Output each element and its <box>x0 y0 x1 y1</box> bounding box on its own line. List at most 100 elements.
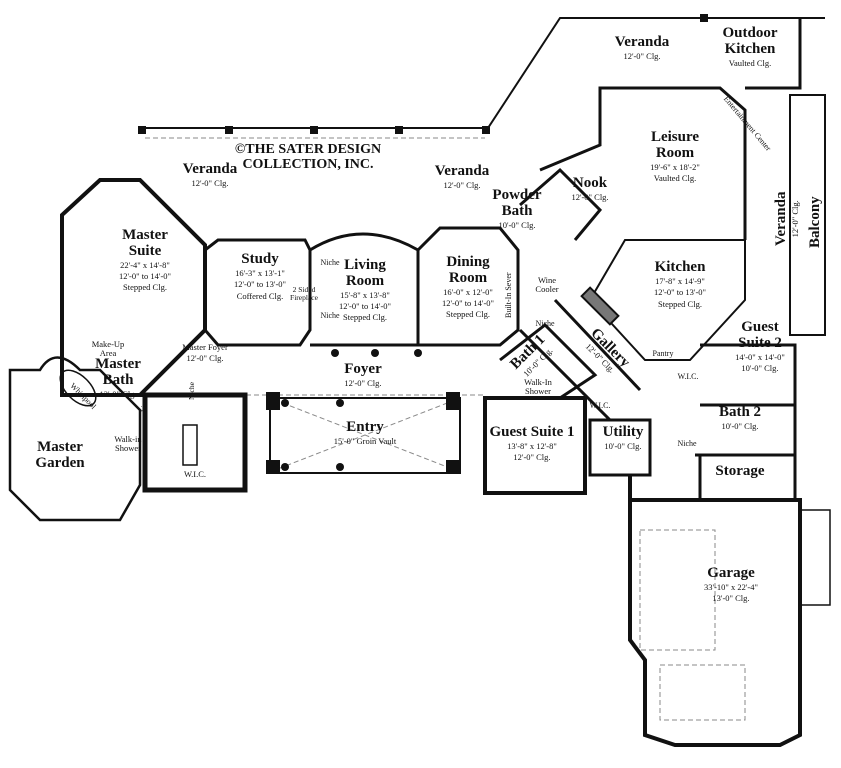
copyright-line-1: ©THE SATER DESIGN <box>234 142 382 157</box>
room-dimensions: 13'-8" x 12'-8" <box>507 440 557 451</box>
room-master-bath: Master Bath 12'-0" Clg. <box>95 356 141 400</box>
label-niche: Niche <box>187 382 196 400</box>
room-name-line-2: Bath <box>501 202 533 219</box>
label-built-in-server: Built-In Sever <box>504 272 513 318</box>
room-name: Entry <box>346 419 384 435</box>
room-name-line-1: Dining <box>446 254 490 270</box>
room-name-line-2: Garden <box>35 454 85 471</box>
room-ceiling: 12'-0" Clg. <box>99 388 137 399</box>
room-name-line-1: Master <box>122 227 168 243</box>
room-ceiling-range: 12'-0" to 13'-0" <box>653 287 707 298</box>
room-veranda-right: Veranda 12'-0" Clg. <box>773 192 801 246</box>
bath-1-wall <box>499 323 598 400</box>
room-guest-suite-2: Guest Suite 2 14'-0" x 14'-0" 10'-0" Clg… <box>735 319 785 374</box>
room-ceiling: 10'-0" Clg. <box>741 362 779 373</box>
label-make-up-area: Make-Up Area <box>92 340 125 358</box>
room-ceiling-type: Coffered Clg. <box>236 290 284 301</box>
room-ceiling: 12'-0" Clg. <box>789 200 800 238</box>
room-ceiling: 12'-0" Clg. <box>623 50 661 61</box>
room-ceiling-type: Stepped Clg. <box>446 309 490 320</box>
room-utility: Utility 10'-0" Clg. <box>602 424 644 452</box>
veranda-right-outline <box>745 18 802 90</box>
room-name-line-2: Suite <box>128 242 162 259</box>
room-dining-room: Dining Room 16'-0" x 12'-0" 12'-0" to 14… <box>442 254 494 321</box>
room-dimensions: 16'-3" x 13'-1" <box>235 267 285 278</box>
room-name-line-2: Bath <box>102 371 134 388</box>
room-veranda-center: Veranda 12'-0" Clg. <box>435 163 489 191</box>
label-walk-in-shower-1: Walk-In Shower <box>524 378 552 396</box>
room-name-line-1: Powder <box>492 187 542 203</box>
living-room-wall <box>309 232 420 347</box>
label-pantry: Pantry <box>652 349 674 358</box>
room-master-foyer: Master Foyer 12'-0" Clg. <box>182 342 228 365</box>
room-name-line-2: Kitchen <box>724 40 776 57</box>
room-ceiling: 12'-0" Clg. <box>513 452 551 463</box>
room-master-garden: Master Garden <box>35 439 85 472</box>
room-ceiling-type: Stepped Clg. <box>658 298 702 309</box>
leisure-room-wall <box>539 86 747 240</box>
room-name: Veranda <box>182 161 238 177</box>
room-dimensions: 16'-0" x 12'-0" <box>443 286 493 297</box>
room-veranda-left: Veranda 12'-0" Clg. <box>182 161 238 189</box>
room-dimensions: 19'-6" x 18'-2" <box>650 161 700 172</box>
label-line-1: Walk-in <box>114 434 142 444</box>
room-bath-2: Bath 2 10'-0" Clg. <box>718 404 762 432</box>
room-master-suite: Master Suite 22'-4" x 14'-8" 12'-0" to 1… <box>118 227 172 294</box>
room-name-line-1: Guest <box>741 319 779 335</box>
room-name: Master Foyer <box>182 342 228 352</box>
label-fireplace: 2 Sided Fireplace <box>290 285 318 302</box>
room-ceiling: 15'-0" Groin Vault <box>333 435 397 446</box>
master-garden-outline <box>8 356 142 522</box>
room-name-line-1: Living <box>344 257 386 273</box>
label-line-1: Walk-In <box>524 377 552 387</box>
room-living-room: Living Room 15'-8" x 13'-8" 12'-0" to 14… <box>339 257 391 324</box>
room-ceiling: 10'-0" Clg. <box>604 440 642 451</box>
label-walk-in-shower-master: Walk-in Shower <box>114 435 141 453</box>
room-study: Study 16'-3" x 13'-1" 12'-0" to 13'-0" C… <box>233 251 287 302</box>
label-niche: Niche <box>535 319 555 328</box>
master-bath-wall <box>60 330 150 397</box>
room-ceiling: 12'-0" Clg. <box>186 353 224 364</box>
label-line-2: Area <box>99 347 117 358</box>
room-name: Storage <box>715 463 765 479</box>
dining-room-wall <box>416 226 520 347</box>
room-storage: Storage <box>715 463 765 480</box>
room-ceiling: 10'-0" Clg. <box>721 420 759 431</box>
utility-wall <box>588 418 652 477</box>
room-outdoor-kitchen: Outdoor Kitchen Vaulted Clg. <box>722 25 777 69</box>
room-name: Nook <box>572 175 608 191</box>
label-line-2: Shower <box>115 442 141 453</box>
bath-2-wall <box>698 403 795 500</box>
label-wic-guest-1: W.I.C. <box>589 401 611 410</box>
room-name-line-2: Room <box>448 269 488 286</box>
room-name-line-2: Suite 2 <box>738 334 782 351</box>
room-dimensions: 15'-8" x 13'-8" <box>340 289 390 300</box>
room-ceiling-range: 12'-0" to 13'-0" <box>233 279 287 290</box>
room-ceiling: Vaulted Clg. <box>728 57 772 68</box>
room-ceiling: 10'-0" Clg. <box>498 219 536 230</box>
room-dimensions: 14'-0" x 14'-0" <box>735 351 785 362</box>
label-line-1: Make-Up <box>91 339 125 349</box>
room-name: Bath 2 <box>718 404 762 420</box>
label-line-1: Wine <box>537 275 557 285</box>
label-linen: Linen <box>139 394 148 413</box>
room-name: Foyer <box>344 361 382 377</box>
room-ceiling: 12'-0" Clg. <box>443 179 481 190</box>
room-name: Utility <box>602 424 644 440</box>
label-wine-cooler: Wine Cooler <box>535 276 558 294</box>
room-powder-bath: Powder Bath 10'-0" Clg. <box>492 187 542 231</box>
room-ceiling-range: 12'-0" to 14'-0" <box>118 270 172 281</box>
copyright-notice: ©THE SATER DESIGN COLLECTION, INC. <box>235 142 381 173</box>
label-line-2: Shower <box>525 385 551 396</box>
room-entry: Entry 15'-0" Groin Vault <box>333 419 397 447</box>
room-dimensions: 22'-4" x 14'-8" <box>120 259 170 270</box>
room-garage: Garage 33'-10" x 22'-4" 13'-0" Clg. <box>704 565 758 605</box>
room-name: Guest Suite 1 <box>489 424 575 440</box>
room-dimensions: 17'-8" x 14'-9" <box>655 275 705 286</box>
room-name-line-1: Master <box>37 439 83 455</box>
room-ceiling: 12'-0" Clg. <box>571 191 609 202</box>
study-wall <box>203 238 312 347</box>
copyright-line-2: COLLECTION, INC. <box>242 157 374 173</box>
room-name: Balcony <box>807 196 823 248</box>
